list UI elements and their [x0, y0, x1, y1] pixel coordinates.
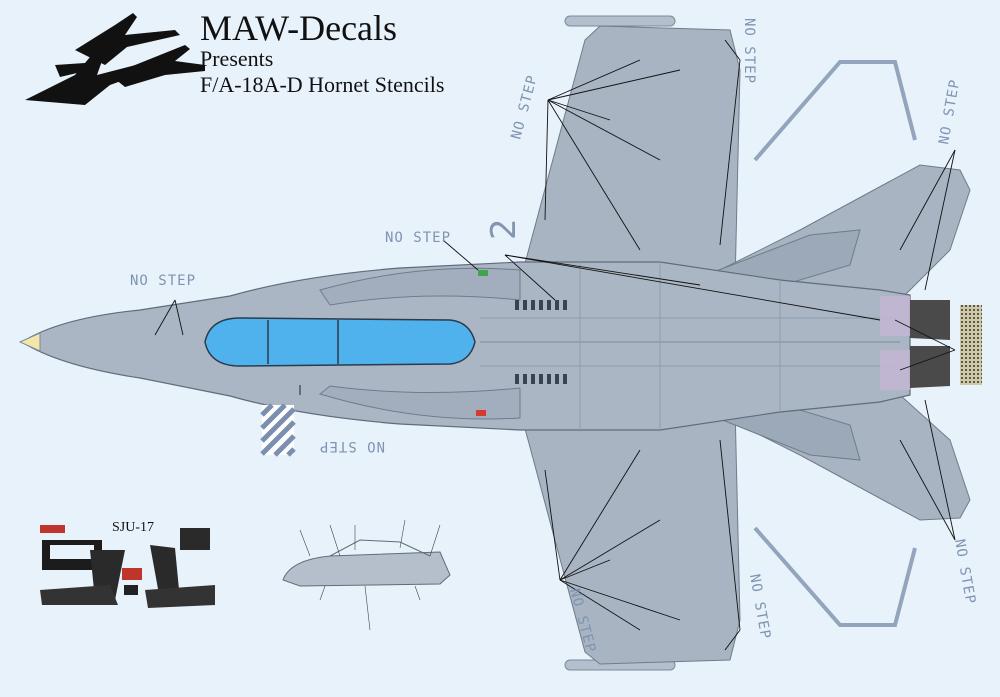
no-step-lex-top: NO STEP [385, 230, 451, 246]
no-step-stab-bottom: NO STEP [951, 538, 978, 606]
exhaust-bottom [910, 346, 950, 388]
hatched-stencil [260, 403, 296, 457]
no-step-wing-top-inner: NO STEP [508, 73, 541, 141]
seat-label: SJU-17 [112, 520, 155, 535]
leader-lines [154, 39, 956, 651]
green-marker [478, 270, 488, 276]
side-profile-stencil [282, 519, 451, 631]
dot-grid-decal [960, 305, 982, 385]
no-step-nose: NO STEP [130, 273, 196, 289]
wing-top [519, 25, 741, 286]
no-step-lex-bottom: NO STEP [319, 438, 385, 454]
seat-decal-left [40, 525, 142, 605]
page-title: MAW-Decals [200, 8, 398, 48]
page-subtitle: F/A-18A-D Hornet Stencils [200, 72, 445, 97]
vent-grille-top [515, 300, 567, 310]
exhaust-top [910, 300, 950, 340]
red-marker [476, 410, 486, 416]
wingtip-rail-top [564, 15, 676, 27]
nose-cone [18, 332, 41, 352]
no-step-wing-top-outer: NO STEP [741, 18, 757, 84]
no-step-stab-top: NO STEP [936, 78, 963, 146]
lex-bottom [318, 385, 521, 420]
exhaust-petal-top [880, 296, 910, 336]
maw-logo [25, 13, 205, 105]
canopy [204, 317, 476, 367]
presents-text: Presents [200, 46, 274, 71]
no-step-wing-bottom-outer: NO STEP [746, 573, 773, 641]
lex-top [319, 267, 521, 306]
wing-bottom [519, 404, 741, 665]
exhaust-petal-bottom [880, 350, 910, 390]
seat-decal-right [145, 528, 215, 608]
stencil-outline-bottom [753, 526, 917, 627]
stencil-outline-top [753, 60, 917, 162]
modex-number: 2 [484, 218, 524, 240]
vent-grille-bottom [515, 374, 567, 384]
